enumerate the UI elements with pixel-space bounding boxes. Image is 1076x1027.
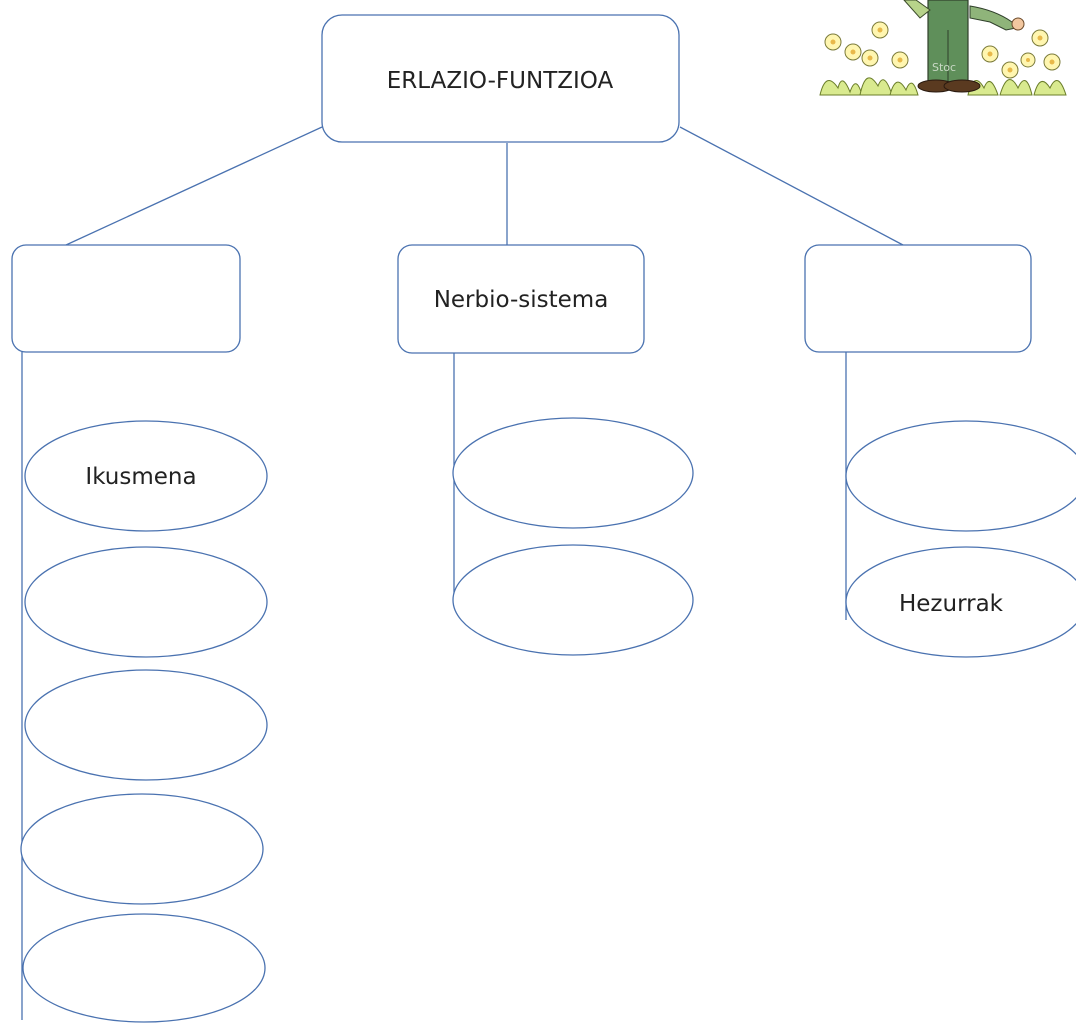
center-ellipse-1 (452, 417, 694, 529)
branch-box-center: Nerbio-sistema (397, 244, 645, 354)
gardener-with-flowers-illustration: Stoc (819, 0, 1067, 96)
flower-leaves (819, 77, 1067, 96)
branch-box-center-label: Nerbio-sistema (434, 287, 609, 313)
watermark-text: Stoc (932, 61, 956, 74)
root-node-label: ERLAZIO-FUNTZIOA (387, 68, 614, 94)
branch-box-left (11, 244, 241, 353)
left-ellipse-1: Ikusmena (24, 420, 268, 532)
left-ellipse-3 (24, 669, 268, 781)
right-ellipse-2: Hezurrak (845, 546, 1076, 658)
flower-centers (830, 27, 1055, 73)
right-ellipse-2-label: Hezurrak (899, 591, 1004, 617)
left-ellipse-1-label: Ikusmena (85, 464, 196, 490)
branch-box-right (804, 244, 1032, 353)
left-ellipse-5 (22, 913, 266, 1023)
left-ellipse-4 (20, 793, 264, 905)
right-ellipse-1 (845, 420, 1076, 532)
root-node: ERLAZIO-FUNTZIOA (321, 14, 680, 143)
left-ellipse-2 (24, 546, 268, 658)
center-ellipse-2 (452, 544, 694, 656)
gardener-figure: Stoc (903, 0, 1025, 93)
